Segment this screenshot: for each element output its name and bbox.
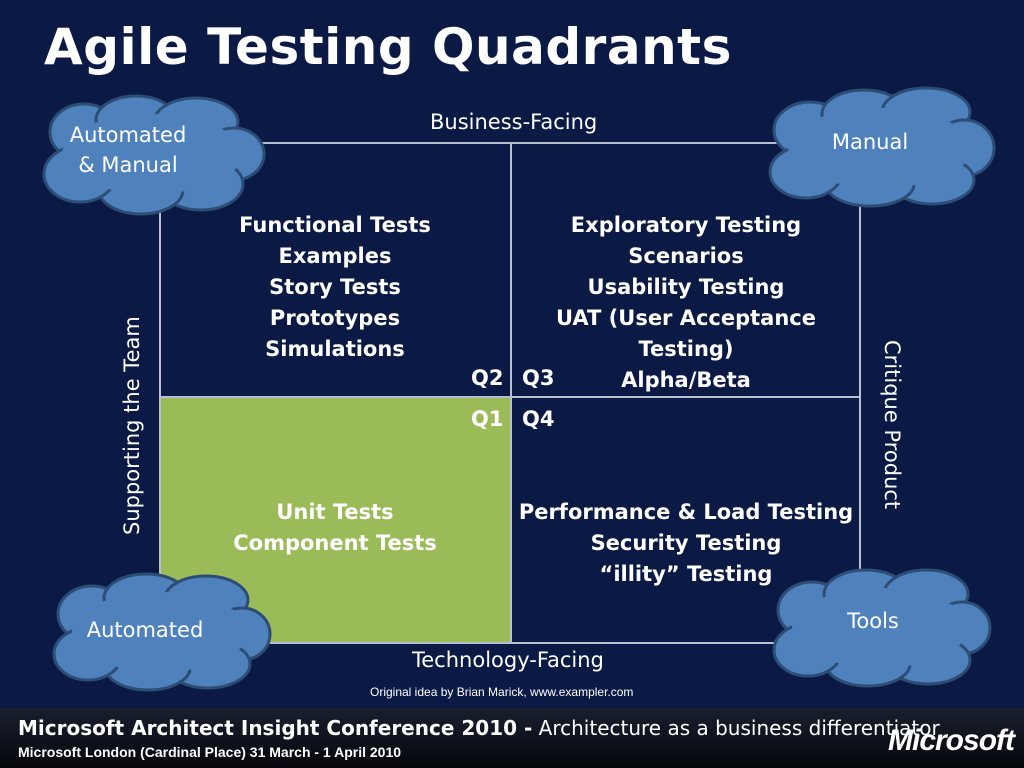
quadrant-label-q1: Q1	[471, 407, 504, 431]
grid-horizontal-divider	[159, 396, 861, 398]
axis-label-right: Critique Product	[880, 340, 904, 510]
cloud-top-left-text: Automated & Manual	[68, 120, 188, 180]
q1-item: Unit Tests	[276, 500, 394, 524]
footer-venue: Microsoft London (Cardinal Place) 31 Mar…	[18, 744, 402, 760]
cloud-top-right-text: Manual	[831, 130, 909, 154]
axis-label-bottom: Technology-Facing	[412, 648, 604, 672]
footer-tagline: Architecture as a business differentiato…	[532, 716, 940, 740]
microsoft-logo: Microsoft	[888, 724, 1015, 757]
axis-label-left: Supporting the Team	[120, 316, 144, 535]
cloud-shape-top-left	[42, 94, 266, 216]
quadrant-label-q3: Q3	[522, 366, 555, 390]
q3-item: Exploratory Testing	[570, 213, 802, 237]
q2-item: Story Tests	[269, 275, 401, 299]
footer-conference-name: Microsoft Architect Insight Conference 2…	[18, 716, 533, 740]
quadrant-label-q4: Q4	[522, 407, 555, 431]
q2-item: Examples	[278, 244, 392, 268]
q3-item: Usability Testing	[587, 275, 785, 299]
q3-item: Scenarios	[628, 244, 744, 268]
q4-item: Security Testing	[590, 531, 782, 555]
quadrant-q2-items: Functional Tests Examples Story Tests Pr…	[160, 210, 510, 365]
cloud-bottom-right-text: Tools	[847, 609, 899, 633]
q3-item: UAT (User Acceptance Testing)	[556, 306, 816, 361]
q2-item: Functional Tests	[239, 213, 431, 237]
axis-label-top: Business-Facing	[430, 110, 598, 134]
credit-note: Original idea by Brian Marick, www.examp…	[370, 685, 634, 699]
quadrant-q3-items: Exploratory Testing Scenarios Usability …	[512, 210, 860, 396]
cloud-top-left-line1: Automated	[69, 123, 187, 147]
cloud-shape-bottom-left	[52, 572, 272, 692]
cloud-bottom-left-text: Automated	[86, 618, 204, 642]
cloud-shape-bottom-right	[772, 568, 992, 688]
q4-item: Performance & Load Testing	[518, 500, 854, 524]
quadrant-q4-items: Performance & Load Testing Security Test…	[512, 497, 860, 590]
q2-item: Prototypes	[269, 306, 401, 330]
q2-item: Simulations	[265, 337, 405, 361]
cloud-top-left-line2: & Manual	[78, 153, 178, 177]
footer-conference-line: Microsoft Architect Insight Conference 2…	[18, 716, 940, 740]
q3-item: Alpha/Beta	[621, 368, 751, 392]
quadrant-label-q2: Q2	[471, 366, 504, 390]
cloud-shape-top-right	[768, 86, 996, 208]
slide-title: Agile Testing Quadrants	[44, 18, 732, 76]
footer-banner	[0, 708, 1024, 768]
grid-vertical-divider	[510, 142, 512, 644]
quadrant-q1-items: Unit Tests Component Tests	[160, 497, 510, 559]
q4-item: “illity” Testing	[599, 562, 773, 586]
q1-item: Component Tests	[233, 531, 437, 555]
